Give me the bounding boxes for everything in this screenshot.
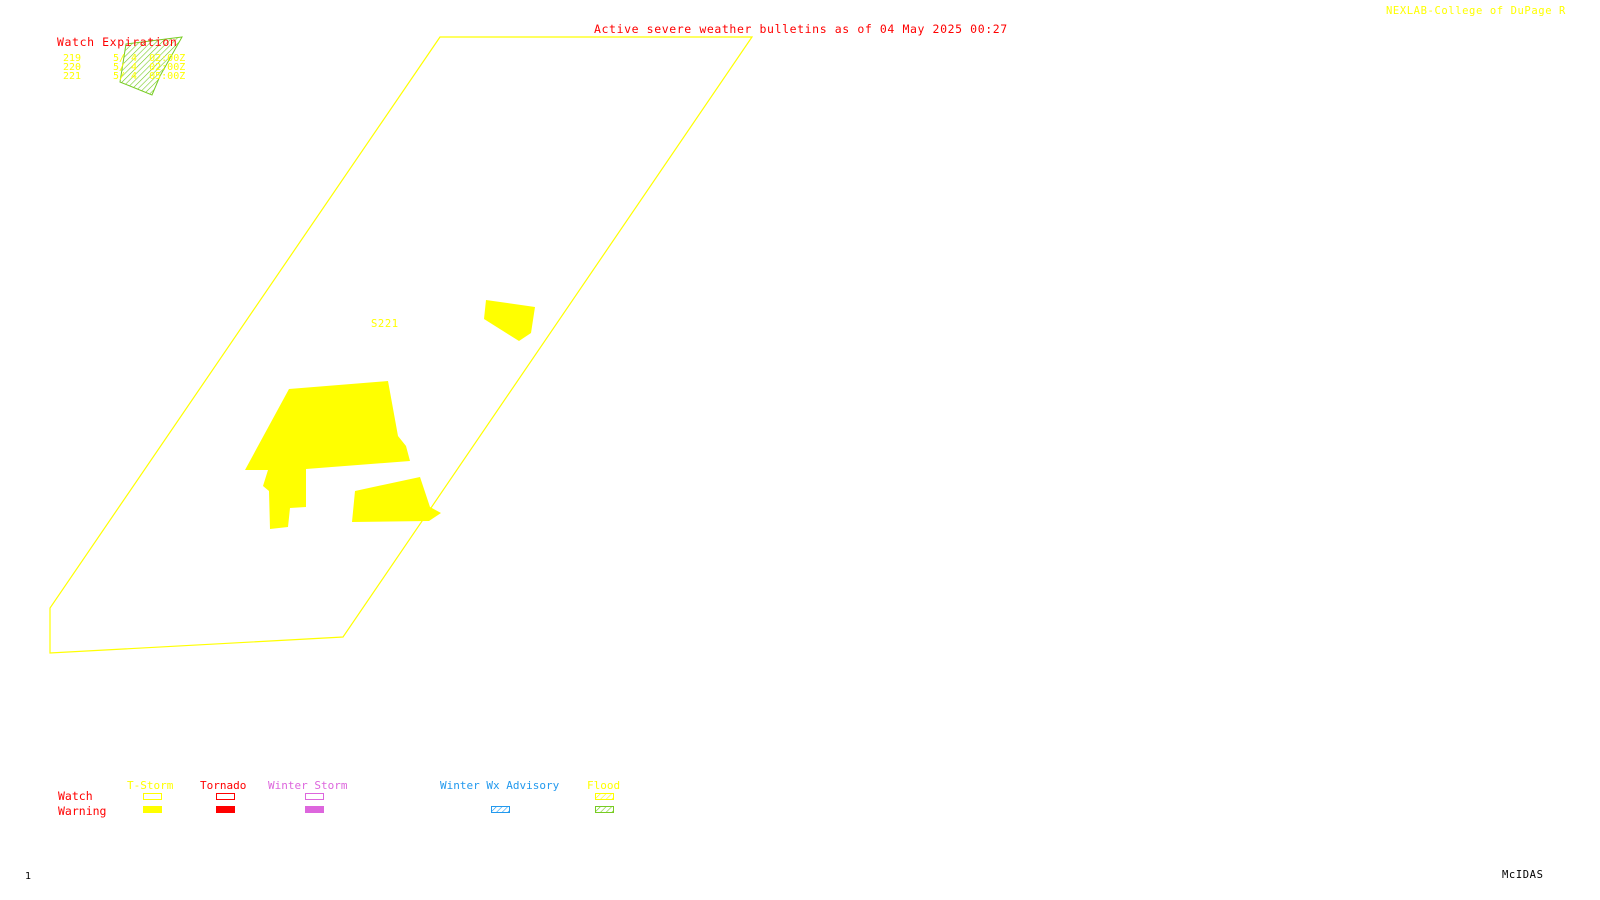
tstorm-warning-area-2: [245, 381, 410, 529]
legend-flood-watch-swatch: [595, 793, 614, 800]
watch-expiration-title: Watch Expiration: [57, 35, 178, 49]
tstorm-warning-area-1: [484, 300, 535, 341]
legend-tstorm-warning-swatch: [143, 806, 162, 813]
legend-warning-row-label: Warning: [58, 804, 107, 818]
legend-winter-storm-warning-swatch: [305, 806, 324, 813]
watch-expiration-time: 5/ 4 05:00Z: [113, 71, 186, 82]
legend-tornado-warning-swatch: [216, 806, 235, 813]
tstorm-warning-area-3: [352, 477, 441, 522]
watch-id-label: S221: [371, 318, 399, 330]
legend-winter-storm-watch-swatch: [305, 793, 324, 800]
legend-winter-advisory-header: Winter Wx Advisory: [440, 779, 560, 792]
frame-number: 1: [25, 871, 32, 882]
legend-flood-warning-swatch: [595, 806, 614, 813]
watch-number: 220: [63, 62, 82, 73]
legend-winter-advisory-warning-swatch: [491, 806, 510, 813]
legend-tornado-header: Tornado: [200, 779, 247, 792]
legend-tstorm-header: T-Storm: [127, 779, 174, 792]
watch-number: 221: [63, 71, 82, 82]
flood-warning-area: [119, 36, 183, 96]
legend-winter-storm-header: Winter Storm: [268, 779, 348, 792]
legend-tornado-watch-swatch: [216, 793, 235, 800]
legend-tstorm-watch-swatch: [143, 793, 162, 800]
watch-expiration-time: 5/ 4 02:00Z: [113, 62, 186, 73]
legend-watch-row-label: Watch: [58, 789, 93, 803]
watch-number: 219: [63, 53, 82, 64]
software-label: McIDAS: [1502, 869, 1544, 881]
source-credit: NEXLAB-College of DuPage R: [1386, 5, 1566, 17]
watch-expiration-time: 5/ 4 02:00Z: [113, 53, 186, 64]
legend-flood-header: Flood: [587, 779, 621, 792]
tstorm-watch-outline: [49, 36, 754, 654]
bulletin-title: Active severe weather bulletins as of 04…: [594, 22, 1008, 36]
